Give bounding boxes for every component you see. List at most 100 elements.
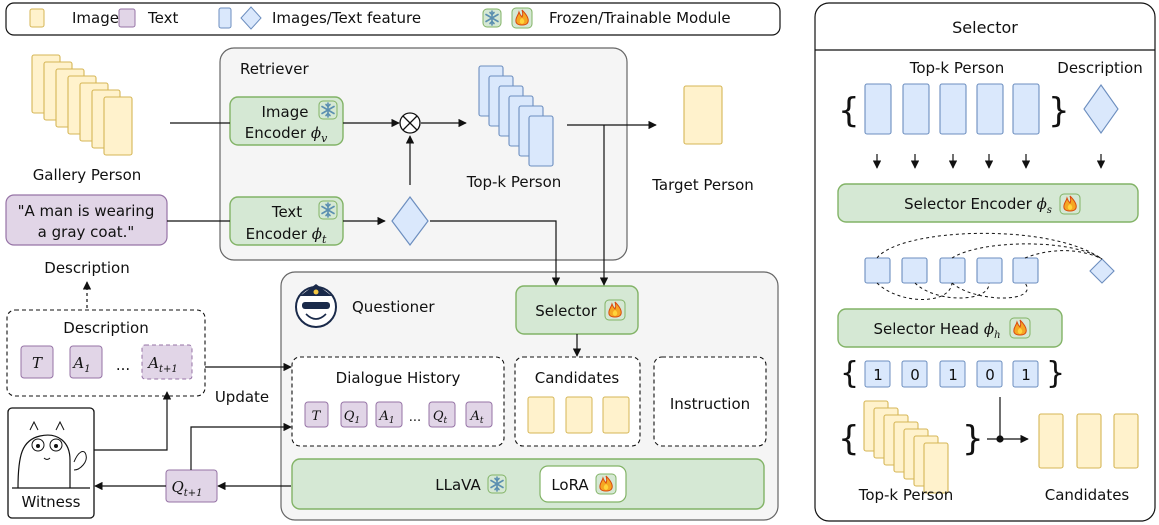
mask-brace-right: } [1046,356,1065,391]
dialogue-token-t-label: T [312,409,322,424]
legend-feature-diamond-swatch [240,6,262,30]
mask-value: 1 [1021,366,1031,384]
dialogue-token-qt [428,401,456,428]
mask-cell [976,360,1003,388]
image-encoder-line2: Encoder ϕv [245,124,328,145]
topk-feature-row [864,83,1040,135]
topk-person-label: Top-k Person [466,173,562,191]
gallery-person-label: Gallery Person [33,166,142,184]
selector-head-module [837,308,1063,348]
llava-module [291,458,765,510]
topk-feature-stack [478,65,554,167]
mask-cell [901,360,928,388]
dialogue-token-at-label: At [469,409,483,426]
image-encoder-box [229,96,344,146]
witness-sketch-icon [7,407,95,519]
update-label: Update [215,388,269,406]
retriever-title: Retriever [240,60,310,78]
mask-cell [864,360,891,388]
selector-encoder-label: Selector Encoder ϕs [904,195,1052,216]
target-person-image [683,85,723,145]
flame-icon [595,473,617,495]
description-quote-line1: "A man is wearing [18,202,155,220]
dialogue-history-title: Dialogue History [336,369,461,387]
snowflake-icon [482,8,502,28]
bottom-brace-right: } [962,419,984,459]
selector-panel-title: Selector [952,18,1018,37]
flame-icon [1009,317,1031,339]
questioner-panel: Questioner Selector Dialogue History T Q… [280,271,779,521]
token-t-label: T [32,354,43,372]
flame-icon [1059,193,1081,215]
legend-image-swatch [29,8,45,28]
mask-cell [1012,360,1039,388]
legend-frame [5,2,781,36]
token-t [20,345,54,379]
description-label: Description [44,259,129,277]
image-encoder-line1: Image [262,103,309,121]
target-person-label: Target Person [651,176,754,194]
dialogue-token-qt-label: Qt [433,409,448,426]
selector-panel: Selector Top-k Person Description { } Se… [814,2,1156,522]
selector-topk-bottom-label: Top-k Person [858,486,954,504]
legend-text-swatch [118,8,136,28]
legend-text-label: Text [147,9,178,27]
legend-feature-label: Images/Text feature [272,9,421,27]
token-a1-label: A1 [71,354,90,375]
description-history-title: Description [63,319,148,337]
token-a1 [69,345,103,379]
mask-cell [939,360,966,388]
token-a-t-plus-1-label: At+1 [146,354,178,375]
text-feature-diamond [391,196,429,246]
legend-feature-rect-swatch [218,7,232,29]
brace-right: } [1048,91,1070,131]
llava-label: LLaVA [435,476,481,494]
connector-arrows [82,118,657,491]
selection-mask: 1 0 1 0 1 [864,360,1039,388]
instruction-title: Instruction [670,395,750,413]
description-text-box [5,194,168,246]
encoder-input-arrows [872,154,1106,169]
gallery-stack [31,54,133,156]
flame-icon [604,299,626,321]
questioner-title: Questioner [352,298,435,316]
brace-left: { [838,91,860,131]
witness-label: Witness [22,493,81,511]
police-llama-icon [295,284,337,328]
dialogue-token-q1 [340,401,368,428]
topk-image-stack [863,400,949,494]
instruction-box [653,356,767,447]
dialogue-token-at [465,401,493,428]
token-a-t-plus-1 [141,344,193,380]
legend-module-label: Frozen/Trainable Module [549,9,731,27]
dialogue-token-t [304,401,329,428]
selector-head-label: Selector Head ϕh [873,320,1000,341]
candidate-image [602,396,630,434]
candidate-image [565,396,593,434]
candidate-image [527,396,555,434]
snowflake-icon [318,100,338,120]
question-token-label: Qt+1 [171,478,202,499]
snowflake-icon [487,474,507,494]
legend-image-label: Image [72,9,119,27]
mask-value: 1 [948,366,958,384]
selector-topk-label: Top-k Person [909,59,1005,77]
mask-value: 0 [985,366,995,384]
flame-icon [511,7,533,29]
dialogue-ellipsis: ... [409,410,421,425]
selector-description-label: Description [1057,59,1142,77]
description-feature-diamond [1083,84,1119,134]
mask-brace-left: { [840,356,859,391]
snowflake-icon [318,200,338,220]
lora-label: LoRA [551,476,589,494]
dialogue-token-q1-label: Q1 [344,409,360,426]
mask-value: 1 [873,366,883,384]
text-encoder-line2: Encoder ϕt [246,225,327,246]
selected-candidates [1038,413,1139,469]
selector-candidates-label: Candidates [1045,486,1130,504]
bottom-brace-left: { [838,419,860,459]
cross-product-icon [399,112,421,134]
text-encoder-line1: Text [271,203,302,221]
selector-module-label: Selector [535,302,597,320]
